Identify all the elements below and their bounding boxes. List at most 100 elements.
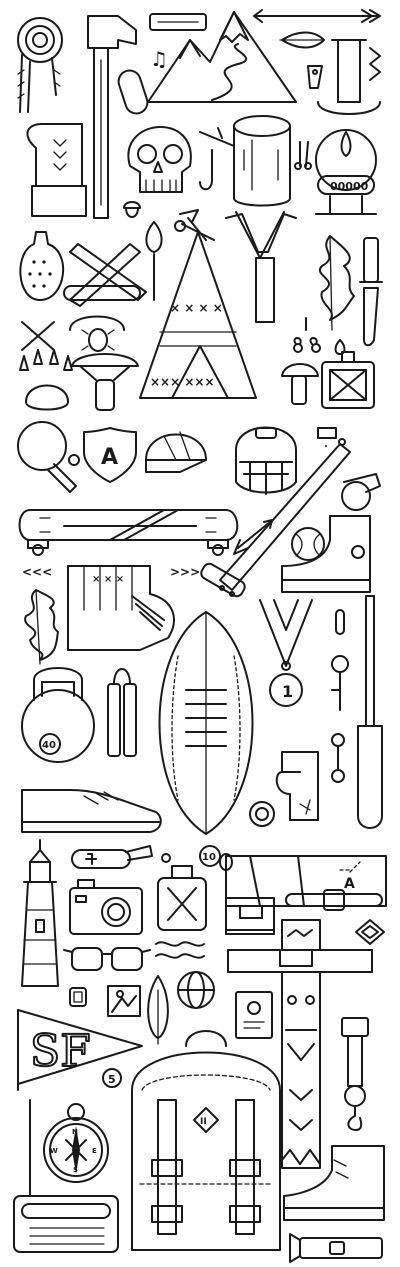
boxing-glove-icon [275, 751, 319, 821]
fish-hook-icon [199, 149, 213, 191]
knife-icon [359, 237, 383, 347]
bottle-icon [317, 39, 381, 115]
arrow-icon [253, 9, 381, 23]
book-icon [225, 897, 275, 935]
helmet-mask-icon [235, 426, 297, 495]
knife-small-icon [307, 65, 323, 89]
flashlight-icon [289, 1233, 383, 1263]
acorn-cluster-icon [293, 317, 346, 355]
backpack-mark: II [200, 1117, 207, 1127]
carabiner-icon [117, 69, 149, 115]
mountains-icon [147, 11, 297, 103]
shield-letter: A [101, 445, 118, 470]
teepee-pattern-bottom: ××× ××× [150, 375, 215, 389]
croquet-mallet-icon [200, 562, 246, 598]
compass-icon: N S E W [43, 1103, 109, 1183]
oak-leaf-2-icon [24, 589, 59, 665]
globe-icon [177, 971, 215, 1009]
compass-w: W [50, 1147, 58, 1155]
lanyard-clip-icon [341, 1017, 369, 1131]
kettlebell-icon: 40 [21, 667, 95, 763]
chevrons-left-decor: <<< [22, 565, 52, 579]
watch-icon [285, 889, 383, 911]
rope-icon [17, 17, 63, 113]
boot-icon [283, 1145, 385, 1221]
pill-icon [317, 427, 337, 447]
firewood-icon [63, 243, 147, 307]
zigzag-decor [369, 47, 381, 81]
seed-icon [161, 853, 171, 863]
badge-ten-label: 10 [202, 852, 216, 863]
axe-icon [87, 15, 137, 219]
chevrons-right-decor: >>> [170, 565, 200, 579]
pennant-icon: SF [17, 1009, 143, 1091]
key-icon [331, 609, 349, 711]
scissors-icon [294, 141, 312, 170]
teepee-pattern-top: × × × × [170, 301, 223, 315]
radio-icon [13, 1099, 119, 1253]
berry-icon [174, 220, 186, 232]
waves-decor [155, 941, 205, 959]
baseball-glove-icon: × × × [67, 565, 175, 651]
football-icon [158, 611, 254, 835]
stamp-icon [69, 987, 87, 1007]
slingshot-icon [225, 211, 297, 323]
badge-five-icon: 5 [102, 1068, 122, 1088]
swiss-knife-icon [71, 845, 153, 869]
glove-stitches: × × × [92, 574, 124, 585]
medal-icon: 1 [259, 599, 313, 707]
harmonica-icon [149, 13, 207, 31]
lighthouse-icon [21, 839, 59, 987]
kettlebell-weight: 40 [42, 740, 56, 751]
oak-leaf-icon [319, 235, 355, 331]
passport-icon [235, 991, 273, 1039]
beetle-icon [69, 315, 125, 352]
totem-pole-icon [227, 919, 373, 1169]
baseball-icon [291, 527, 325, 561]
bear-paw-icon [19, 349, 73, 411]
oil-lamp-icon: 00000 [315, 129, 377, 215]
lamp-counter: 00000 [330, 180, 369, 193]
log-icon [199, 115, 291, 207]
nunchucks-icon [107, 668, 137, 757]
crossed-sticks-icon [21, 321, 55, 351]
backpack-icon: II [131, 1030, 281, 1251]
whistle-icon [341, 473, 381, 511]
dumbbell-icon [331, 733, 345, 783]
skull-icon [127, 126, 192, 193]
glasses-icon [63, 947, 151, 971]
flask-icon [321, 351, 375, 409]
paddle-icon [357, 595, 383, 829]
sneaker-icon [281, 515, 371, 593]
music-note-icon: ♫ [150, 47, 168, 71]
shield-badge-icon: A [83, 427, 137, 483]
mushroom-small-icon [281, 363, 319, 405]
map-marker: A [344, 876, 355, 892]
badge-five-label: 5 [108, 1073, 116, 1086]
diamond-icon [355, 919, 385, 945]
leaf-icon [279, 31, 325, 49]
feather-icon [147, 975, 169, 1045]
compass-e: E [92, 1147, 97, 1155]
running-shoe-icon [21, 789, 162, 833]
acorn-icon [123, 201, 141, 218]
medal-number: 1 [282, 682, 293, 701]
compass-s: S [73, 1166, 78, 1174]
teepee-icon: × × × × ××× ××× [139, 209, 257, 399]
camera-icon [69, 879, 143, 935]
match-icon [145, 221, 163, 301]
pine-cone-icon [19, 231, 65, 301]
compass-n: N [72, 1128, 78, 1136]
mitten-icon [26, 123, 87, 217]
longboard-icon [18, 509, 239, 556]
cap-icon [145, 431, 207, 473]
mushroom-icon [71, 353, 139, 411]
canteen-icon [157, 865, 207, 931]
sun-gear-icon [249, 801, 275, 827]
pennant-text: SF [30, 1026, 91, 1077]
picture-frame-icon [107, 985, 141, 1017]
ping-pong-paddle-icon [17, 421, 80, 493]
badge-ten-icon: 10 [199, 845, 221, 867]
baseball-bat-icon [219, 438, 351, 591]
